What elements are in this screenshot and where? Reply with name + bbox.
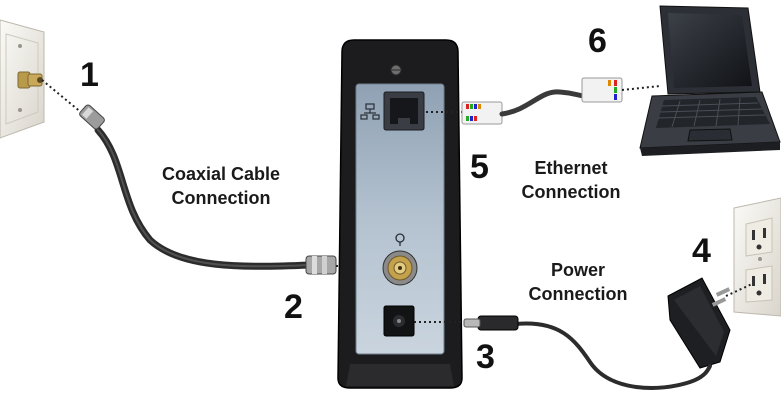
step-number-4: 4 [692, 232, 711, 270]
power-connection-caption: Power Connection [520, 258, 636, 306]
coax-wall-jack [17, 71, 43, 89]
coax-connector-wall-end [79, 104, 105, 130]
ethernet-caption-line-2: Connection [521, 182, 621, 202]
laptop-touchpad [687, 128, 733, 142]
power-cord [514, 321, 712, 390]
coax-wall-plate [0, 19, 45, 139]
power-caption-line-2: Connection [528, 284, 628, 304]
ethernet-plug-laptop-end [581, 77, 623, 103]
ethernet-connection-caption: Ethernet Connection [506, 156, 636, 204]
step-number-3: 3 [476, 338, 495, 376]
ethernet-cable [499, 89, 587, 117]
power-wall-outlet [733, 197, 781, 317]
modem-rear-panel [355, 83, 445, 355]
power-adapter [667, 277, 731, 369]
laptop [639, 5, 781, 156]
coax-connection-caption: Coaxial Cable Connection [146, 162, 296, 210]
step-number-1: 1 [80, 56, 99, 94]
power-plug-modem-end [463, 315, 519, 331]
ethernet-plug-modem-end [461, 101, 503, 125]
coax-connector-modem-end [305, 255, 337, 275]
ethernet-laptop-dotted-line [621, 85, 661, 91]
modem-ethernet-port [383, 91, 425, 131]
step-number-5: 5 [470, 148, 489, 186]
step-number-6: 6 [588, 22, 607, 60]
coax-caption-line-2: Connection [171, 188, 271, 208]
ethernet-caption-line-1: Ethernet [534, 158, 608, 178]
modem-power-port [383, 305, 415, 337]
cable-modem [337, 39, 463, 389]
coax-port-icon [395, 233, 405, 246]
coax-caption-line-1: Coaxial Cable [161, 164, 281, 184]
network-icon [360, 103, 380, 120]
power-caption-line-1: Power [550, 260, 606, 280]
modem-coax-port [382, 250, 418, 286]
step-number-2: 2 [284, 288, 303, 326]
